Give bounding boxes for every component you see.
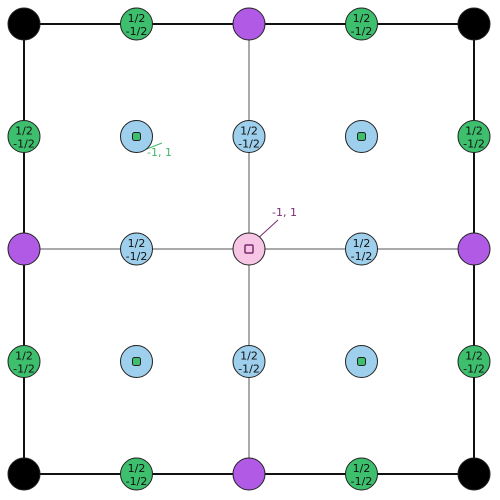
node-circle [457, 232, 491, 266]
fraction-denominator-label: -1/2 [238, 138, 260, 151]
fraction-denominator-label: -1/2 [463, 363, 485, 376]
fraction-denominator-label: -1/2 [351, 25, 373, 38]
fraction-denominator-label: -1/2 [13, 363, 35, 376]
node-circle [457, 345, 491, 378]
node-fraction-blue: 1/2-1/2 [232, 345, 266, 378]
node-fraction-green: 1/2-1/2 [345, 7, 378, 41]
square-marker-icon [132, 357, 141, 366]
node-fraction-green: 1/2-1/2 [345, 457, 378, 491]
fraction-numerator-label: 1/2 [240, 350, 258, 363]
node-corner [7, 457, 41, 491]
node-marker-blue [345, 345, 378, 378]
node-circle [120, 457, 153, 491]
node-circle [232, 120, 266, 153]
fraction-denominator-label: -1/2 [238, 363, 260, 376]
fraction-numerator-label: 1/2 [15, 125, 33, 138]
node-edge-mid [457, 232, 491, 266]
fraction-numerator-label: 1/2 [353, 12, 371, 25]
node-center-pink [232, 232, 266, 266]
node-circle [7, 457, 41, 491]
fraction-numerator-label: 1/2 [128, 12, 146, 25]
node-circle [345, 457, 378, 491]
node-circle [457, 7, 491, 41]
node-circle [232, 7, 266, 41]
fraction-denominator-label: -1/2 [351, 250, 373, 263]
fraction-numerator-label: 1/2 [15, 350, 33, 363]
node-fraction-green: 1/2-1/2 [120, 457, 153, 491]
node-fraction-green: 1/2-1/2 [120, 7, 153, 41]
node-circle [345, 232, 378, 266]
node-marker-blue [120, 120, 153, 153]
fraction-denominator-label: -1/2 [126, 475, 148, 488]
node-fraction-green: 1/2-1/2 [7, 345, 41, 378]
center-square-marker-icon [244, 244, 254, 254]
node-circle [457, 457, 491, 491]
node-circle [120, 232, 153, 266]
square-marker-icon [357, 132, 366, 141]
fraction-numerator-label: 1/2 [128, 462, 146, 475]
node-circle [7, 232, 41, 266]
node-circle [232, 457, 266, 491]
node-circle [232, 345, 266, 378]
fraction-denominator-label: -1/2 [463, 138, 485, 151]
green-annotation-label: -1, 1 [147, 146, 172, 159]
node-edge-mid [7, 232, 41, 266]
node-circle [7, 345, 41, 378]
fraction-denominator-label: -1/2 [13, 138, 35, 151]
node-marker-blue [120, 345, 153, 378]
node-edge-mid [232, 457, 266, 491]
node-circle [7, 120, 41, 153]
fraction-denominator-label: -1/2 [126, 25, 148, 38]
fraction-numerator-label: 1/2 [353, 237, 371, 250]
node-edge-mid [232, 7, 266, 41]
fraction-denominator-label: -1/2 [351, 475, 373, 488]
node-fraction-green: 1/2-1/2 [457, 345, 491, 378]
node-circle [7, 7, 41, 41]
square-marker-icon [132, 132, 141, 141]
fraction-numerator-label: 1/2 [465, 125, 483, 138]
fraction-numerator-label: 1/2 [465, 350, 483, 363]
node-circle [120, 7, 153, 41]
fraction-numerator-label: 1/2 [240, 125, 258, 138]
fraction-denominator-label: -1/2 [126, 250, 148, 263]
node-circle [457, 120, 491, 153]
node-fraction-green: 1/2-1/2 [7, 120, 41, 153]
square-marker-icon [357, 357, 366, 366]
node-circle [345, 7, 378, 41]
node-corner [457, 457, 491, 491]
node-corner [457, 7, 491, 41]
fraction-numerator-label: 1/2 [128, 237, 146, 250]
node-corner [7, 7, 41, 41]
green-annotation-leader [145, 142, 163, 150]
purple-annotation-label: -1, 1 [272, 206, 297, 219]
node-fraction-green: 1/2-1/2 [457, 120, 491, 153]
fraction-numerator-label: 1/2 [353, 462, 371, 475]
node-fraction-blue: 1/2-1/2 [120, 232, 153, 266]
node-marker-blue [345, 120, 378, 153]
node-fraction-blue: 1/2-1/2 [232, 120, 266, 153]
lattice-nodes: 1/2-1/21/2-1/21/2-1/21/2-1/21/2-1/21/2-1… [7, 7, 491, 491]
node-fraction-blue: 1/2-1/2 [345, 232, 378, 266]
